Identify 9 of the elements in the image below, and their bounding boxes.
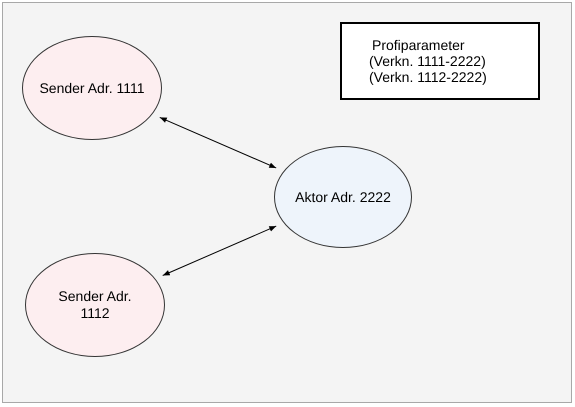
double-arrow	[159, 116, 277, 168]
node-label: Aktor Adr. 2222	[295, 188, 391, 206]
node-label: (Verkn. 1111-2222)	[369, 53, 486, 69]
node-label: Sender Adr. 1112	[57, 288, 133, 322]
node-label: Sender Adr. 1111	[39, 80, 145, 96]
double-arrow	[162, 226, 277, 276]
node-label: Profiparameter	[372, 37, 465, 53]
text-box	[340, 22, 540, 100]
node-label: (Verkn. 1112-2222)	[369, 69, 487, 85]
